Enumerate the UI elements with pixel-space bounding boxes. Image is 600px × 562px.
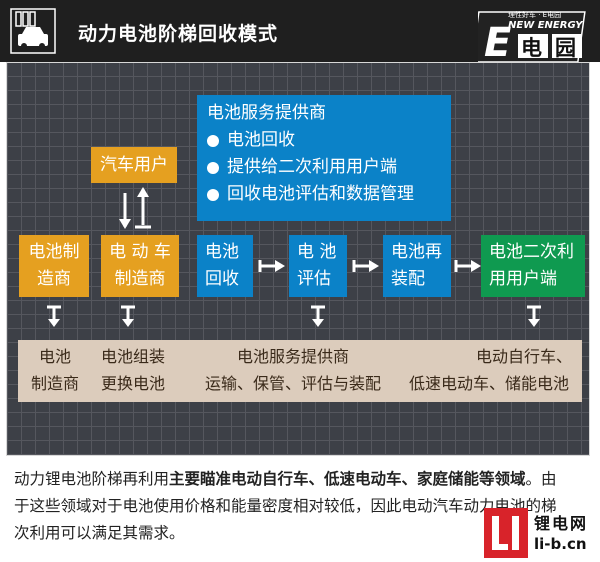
- provider-item: 提供给二次利用用户端: [207, 154, 441, 181]
- description-body: 。由于这些领域对于电池使用价格和能量密度相对较低，因此电动汽车动力电池的梯次利用…: [14, 470, 557, 542]
- arrow-right-icon: [352, 260, 379, 272]
- bullet-icon: [207, 134, 219, 147]
- svg-text:电: 电: [521, 36, 542, 60]
- arrow-down-icon: [47, 305, 61, 327]
- role-line: 更换电池: [100, 374, 165, 393]
- role-service-provider: 电池服务提供商 运输、保管、评估与装配: [198, 343, 388, 397]
- page-title: 动力电池阶梯回收模式: [78, 23, 279, 45]
- battery-recycle-box: 电池 回收: [197, 235, 253, 297]
- reassemble-line: 电池再: [391, 242, 442, 262]
- description-highlight: 主要瞄准电动自行车、低速电动车、家庭储能等领域: [169, 470, 526, 488]
- arrow-right-icon: [258, 260, 285, 272]
- battery-reassemble-box: 电池再 装配: [383, 235, 451, 297]
- arrow-down-icon: [121, 305, 135, 327]
- e-logo-icon: E 电 园: [470, 11, 586, 66]
- role-assembly: 电池组装 更换电池: [94, 343, 172, 397]
- secondary-user-line: 电池二次利: [489, 242, 574, 262]
- role-manufacturer: 电池 制造商: [26, 343, 84, 397]
- role-line: 运输、保管、评估与装配: [204, 374, 381, 393]
- provider-item-label: 电池回收: [227, 130, 295, 150]
- secondary-user-box: 电池二次利 用用户端: [481, 235, 585, 297]
- site-badge-icon: [484, 508, 528, 558]
- car-user-label: 汽车用户: [100, 155, 168, 175]
- battery-manufacturer-box: 电池制 造商: [19, 235, 89, 297]
- bullet-icon: [207, 161, 219, 174]
- role-line: 电池服务提供商: [236, 347, 349, 366]
- provider-item-label: 提供给二次利用用户端: [227, 157, 397, 177]
- provider-item: 回收电池评估和数据管理: [207, 181, 441, 208]
- header-bar: 动力电池阶梯回收模式 E 电 园 理性好车 · E电园 NEW ENERGY: [0, 0, 600, 66]
- arrow-down-icon: [527, 305, 541, 327]
- site-watermark: 锂电网 li-b.cn: [484, 508, 596, 560]
- role-secondary-use: 电动自行车、 低速电动车、储能电池: [400, 343, 578, 397]
- logo-new-energy: NEW ENERGY: [508, 20, 583, 31]
- bidirectional-arrow-icon: [119, 187, 151, 229]
- description-paragraph: 动力锂电池阶梯再利用主要瞄准电动自行车、低速电动车、家庭储能等领域。由于这些领域…: [14, 466, 566, 547]
- manufacturer-line: 电池制: [28, 242, 80, 262]
- provider-item: 电池回收: [207, 127, 441, 154]
- roles-bar: 电池 制造商 电池组装 更换电池 电池服务提供商 运输、保管、评估与装配 电动自…: [18, 340, 582, 402]
- battery-evaluate-box: 电 池 评估: [289, 235, 347, 297]
- recycle-line: 回收: [205, 269, 239, 289]
- provider-box: 电池服务提供商 电池回收 提供给二次利用用户端 回收电池评估和数据管理: [197, 95, 451, 221]
- site-url: li-b.cn: [534, 535, 587, 553]
- li-badge-icon: [484, 508, 528, 558]
- ev-manufacturer-line: 电 动 车: [109, 242, 171, 262]
- ev-manufacturer-line: 制造商: [114, 269, 166, 289]
- arrow-right-icon: [454, 260, 481, 272]
- role-line: 电动自行车、: [475, 347, 572, 366]
- ev-manufacturer-box: 电 动 车 制造商: [101, 235, 179, 297]
- description-intro: 动力锂电池阶梯再利用: [14, 470, 170, 488]
- secondary-user-line: 用用户端: [489, 269, 557, 289]
- bullet-icon: [207, 188, 219, 201]
- role-line: 制造商: [30, 374, 79, 393]
- provider-item-label: 回收电池评估和数据管理: [227, 184, 414, 204]
- role-line: 低速电动车、储能电池: [408, 374, 569, 393]
- role-line: 电池: [38, 347, 71, 366]
- evaluate-line: 评估: [297, 269, 331, 289]
- recycle-line: 电池: [205, 242, 239, 262]
- provider-title: 电池服务提供商: [207, 103, 326, 123]
- car-user-box: 汽车用户: [91, 147, 177, 183]
- car-battery-icon: [10, 8, 56, 54]
- site-name: 锂电网: [534, 514, 589, 533]
- reassemble-line: 装配: [391, 269, 425, 289]
- new-energy-logo: E 电 园 理性好车 · E电园 NEW ENERGY: [470, 4, 590, 66]
- evaluate-line: 电 池: [297, 242, 337, 262]
- manufacturer-line: 造商: [37, 269, 71, 289]
- svg-text:园: 园: [555, 36, 576, 60]
- arrow-down-icon: [311, 305, 325, 327]
- svg-text:E: E: [484, 20, 511, 66]
- role-line: 电池组装: [100, 347, 165, 366]
- logo-tagline: 理性好车 · E电园: [508, 11, 562, 19]
